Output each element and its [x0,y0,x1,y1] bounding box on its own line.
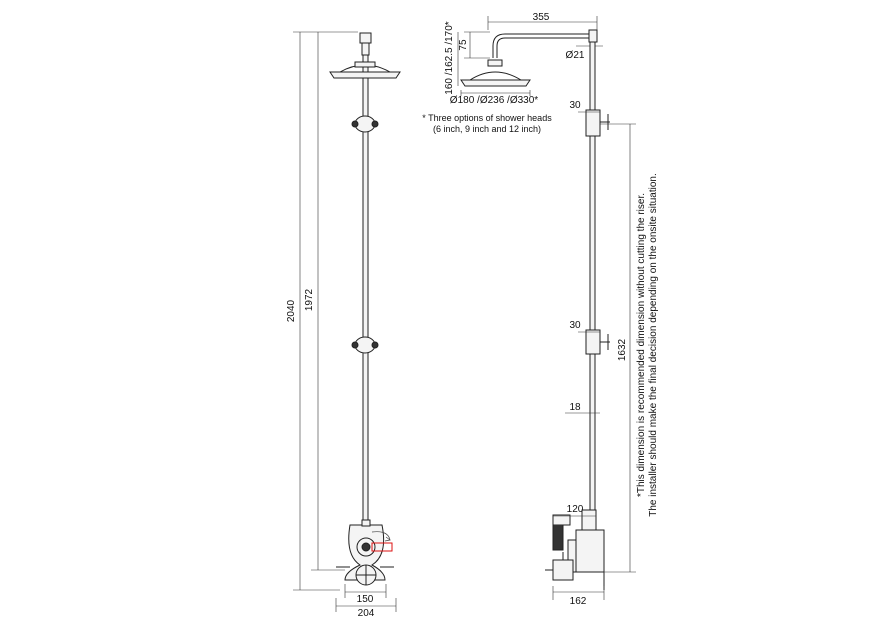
dim-riser-height: 1972 [304,288,315,311]
dim-head-heights: 160 /162.5 /170* [444,21,455,95]
dim-valve-width: 204 [358,608,375,619]
side-valve [545,509,605,581]
dim-bracket-top: 30 [569,100,581,111]
dim-bracket-mid: 30 [569,320,581,331]
note-recommended-1: *This dimension is recommended dimension… [636,193,647,497]
dim-arm-drop: 75 [458,39,469,51]
dim-valve-centres: 150 [357,594,374,605]
shower-head [329,71,401,79]
ceiling-fitting [359,32,372,44]
valve-body [344,519,386,586]
side-bracket-mid [585,329,610,355]
wall-bracket-lower [351,336,379,354]
note-shower-heads-1: * Three options of shower heads [422,113,552,123]
dim-head-diameters: Ø180 /Ø236 /Ø330* [450,95,539,106]
detail-shower-head [460,79,531,87]
dim-slide-offset: 18 [569,402,581,413]
note-shower-heads-2: (6 inch, 9 inch and 12 inch) [433,124,541,134]
front-view: 2040 1972 150 204 [286,31,401,619]
dim-overall-height: 2040 [286,299,297,322]
wall-bracket-upper [351,115,379,133]
dim-handle-offset: 120 [567,504,584,515]
note-recommended-2: The installer should make the final deci… [648,173,659,517]
side-view: 30 30 18 120 162 1632 *This dimension is… [545,41,659,607]
head-detail: 355 75 160 /162.5 /170* Ø180 /Ø236 /Ø330… [422,12,603,134]
shower-arm [492,33,593,58]
dim-recommended-height: 1632 [617,338,628,361]
dim-arm-length: 355 [533,12,550,23]
dim-riser-diameter: Ø21 [566,50,585,61]
temperature-handle [371,531,393,552]
side-bracket-upper [585,109,610,137]
dim-valve-depth: 162 [570,596,587,607]
